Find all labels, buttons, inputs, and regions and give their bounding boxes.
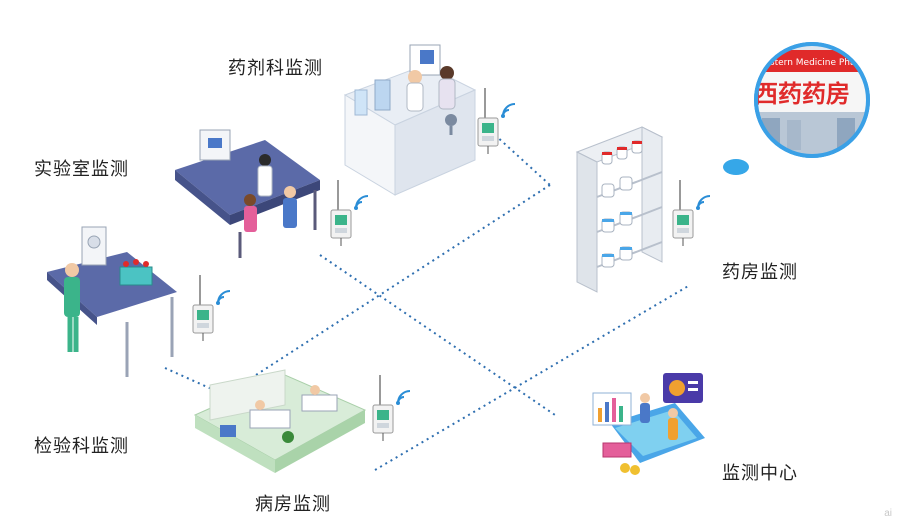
clinical-lab-illustration (47, 226, 177, 377)
line-ward-to-drugstore (374, 284, 691, 471)
label-pharmacy-dept: 药剂科监测 (228, 58, 323, 79)
monitoring-center-illustration (592, 373, 705, 475)
store-banner-text: Western Medicine Pha (756, 58, 855, 68)
ward-illustration (193, 369, 367, 473)
sensor-ward (372, 375, 411, 441)
watermark: ai (884, 508, 892, 519)
label-drugstore: 药房监测 (722, 262, 798, 283)
drugstore-shelf-illustration (575, 126, 664, 293)
store-sign-text: 西药药房 (754, 80, 850, 108)
bubble-dot (723, 159, 749, 175)
drugstore-photo: Western Medicine Pha 西药药房 (754, 42, 870, 158)
sensor-laboratory (330, 180, 369, 246)
sensor-clinical-lab (192, 275, 231, 341)
label-ward: 病房监测 (255, 494, 331, 515)
label-laboratory: 实验室监测 (34, 159, 129, 180)
line-pharmacy-diagonal (224, 184, 551, 396)
laboratory-illustration (175, 129, 320, 258)
sensor-pharmacy (477, 88, 516, 154)
label-monitoring-center: 监测中心 (722, 463, 798, 484)
label-clinical-lab: 检验科监测 (34, 436, 129, 457)
pharmacy-dept-illustration (343, 44, 477, 196)
sensor-drugstore (672, 180, 711, 246)
line-pharmacy-to-center (494, 134, 551, 186)
